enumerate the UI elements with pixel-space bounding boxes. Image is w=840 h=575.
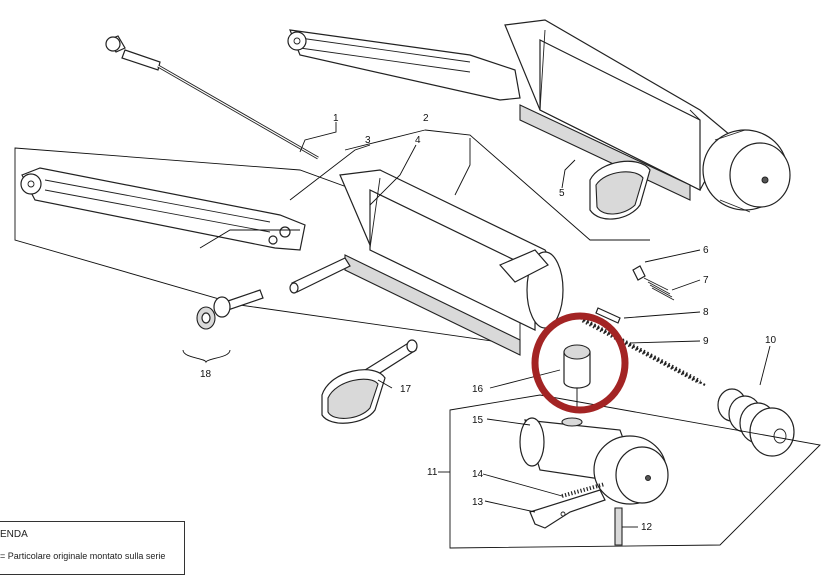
part-label-17: 17 <box>400 384 412 395</box>
end-cap-exploded-part <box>717 388 795 457</box>
part-label-3: 3 <box>365 135 371 146</box>
part-label-11: 11 <box>427 467 438 478</box>
part-label-5: 5 <box>559 188 565 199</box>
part-label-16: 16 <box>472 384 484 395</box>
leader-lines <box>199 122 771 528</box>
knob-part <box>563 344 591 412</box>
arm-part <box>20 167 306 251</box>
part-label-4: 4 <box>415 135 421 146</box>
part-label-10: 10 <box>765 335 777 346</box>
lever-assembly-parts <box>529 482 623 546</box>
part-label-9: 9 <box>703 336 709 347</box>
part-label-13: 13 <box>472 497 484 508</box>
part-label-12: 12 <box>641 522 653 533</box>
screw-washer-part <box>182 289 264 364</box>
small-screws-parts <box>595 265 675 324</box>
part-label-15: 15 <box>472 415 484 426</box>
legend-box: ENDA = Particolare originale montato sul… <box>0 521 185 575</box>
legend-title: ENDA <box>0 529 28 540</box>
part-label-14: 14 <box>472 469 484 480</box>
part-label-2: 2 <box>423 113 429 124</box>
part-label-8: 8 <box>703 307 709 318</box>
rod-part <box>105 35 319 160</box>
pin-part <box>289 257 351 294</box>
part-label-18: 18 <box>200 369 212 380</box>
sub-assembly-outline <box>449 394 821 549</box>
barrel-part <box>519 417 669 505</box>
part-label-7: 7 <box>703 275 709 286</box>
highlight-circle <box>531 312 629 414</box>
part-label-6: 6 <box>703 245 709 256</box>
part-label-1: 1 <box>333 113 339 124</box>
part-labels: 1 2 3 4 5 6 7 8 9 10 11 12 13 14 15 16 1… <box>200 113 777 533</box>
legend-description: = Particolare originale montato sulla se… <box>0 551 166 561</box>
pad-stem-part <box>321 339 418 424</box>
assembled-stock-top <box>287 19 791 220</box>
spring-part <box>579 317 706 386</box>
center-body-part <box>339 169 564 356</box>
